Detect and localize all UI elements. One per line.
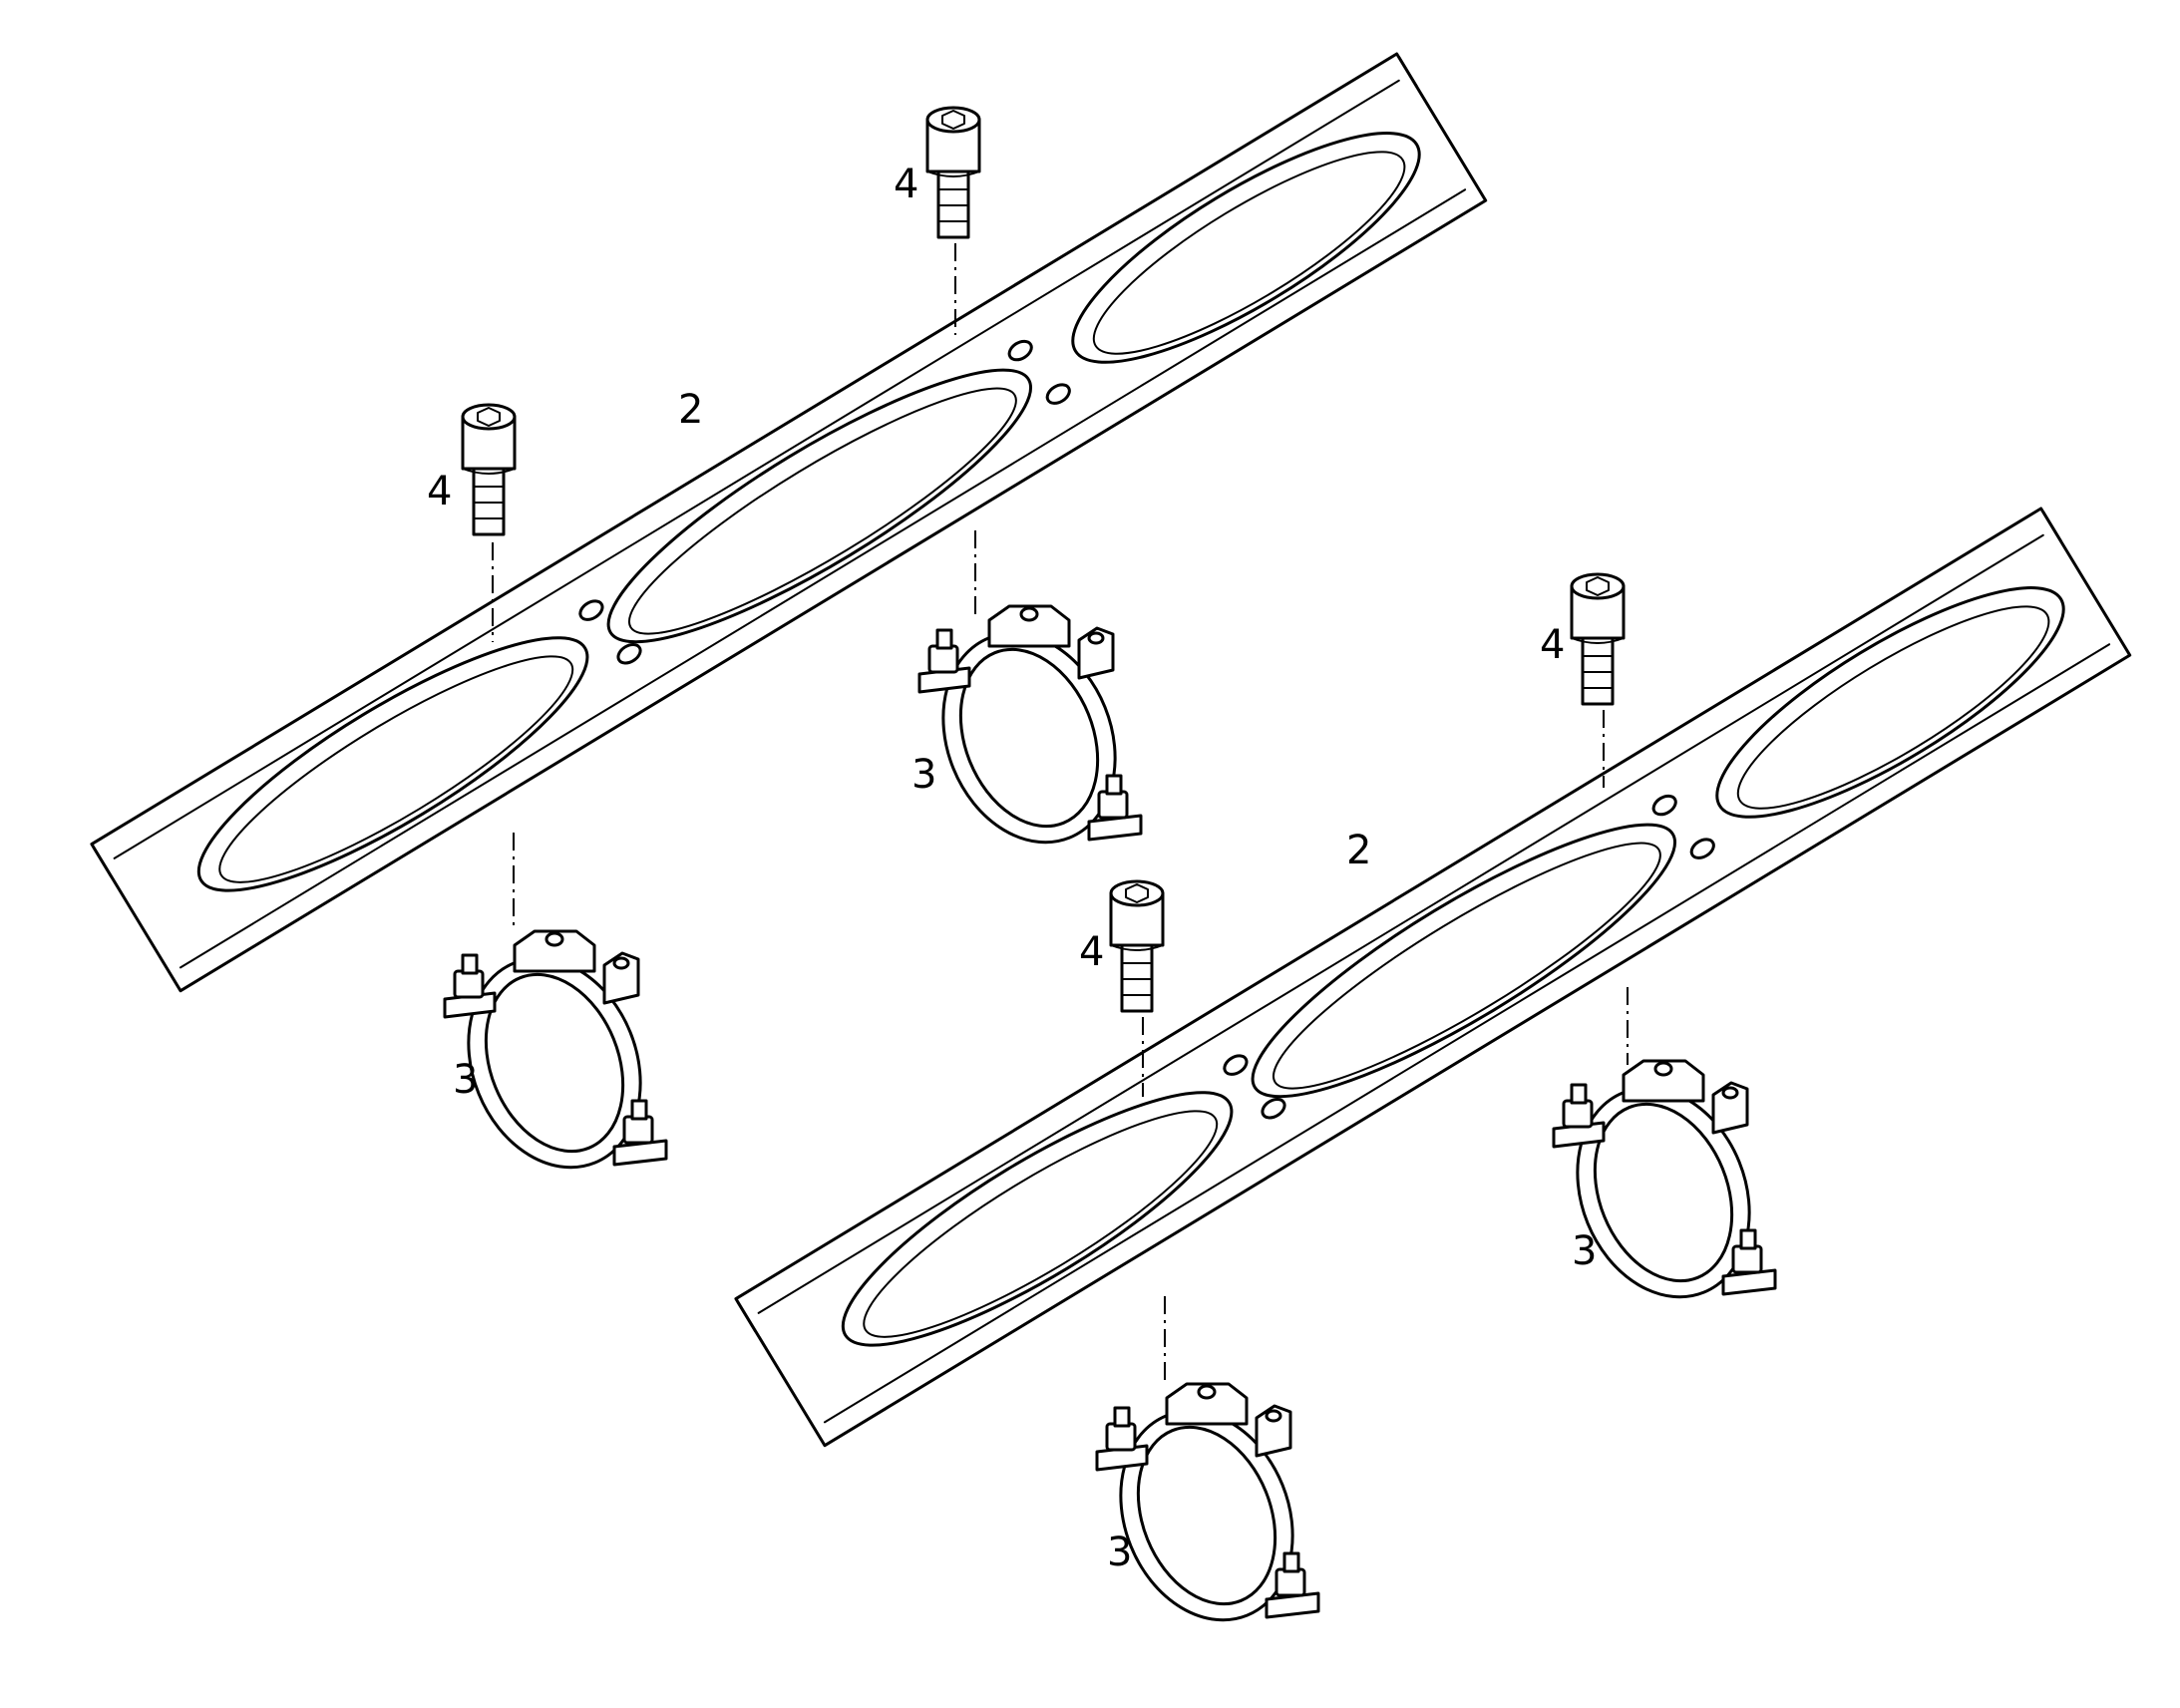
callout-screw-upper-left: 4	[427, 469, 452, 514]
callout-plate-lower: 2	[1346, 828, 1371, 873]
callout-clamp-lower-left: 3	[1107, 1530, 1132, 1575]
clamp-lower-left	[1089, 1382, 1324, 1648]
callout-screw-upper-right: 4	[894, 162, 918, 207]
screw-upper-left	[461, 403, 517, 536]
clamp-lower-right	[1546, 1059, 1781, 1325]
screw-lower-right	[1570, 572, 1626, 706]
clamp-upper-right	[911, 604, 1147, 870]
mounting-plate-upper	[90, 52, 1488, 993]
callout-clamp-lower-right: 3	[1572, 1228, 1597, 1274]
callout-clamp-upper-left: 3	[453, 1057, 478, 1103]
callout-screw-lower-left: 4	[1079, 929, 1104, 975]
screw-upper-right	[925, 106, 981, 239]
callout-screw-lower-right: 4	[1540, 622, 1565, 668]
callout-clamp-upper-right: 3	[911, 752, 936, 798]
callout-plate-upper: 2	[678, 387, 703, 433]
screw-lower-left	[1109, 879, 1165, 1013]
